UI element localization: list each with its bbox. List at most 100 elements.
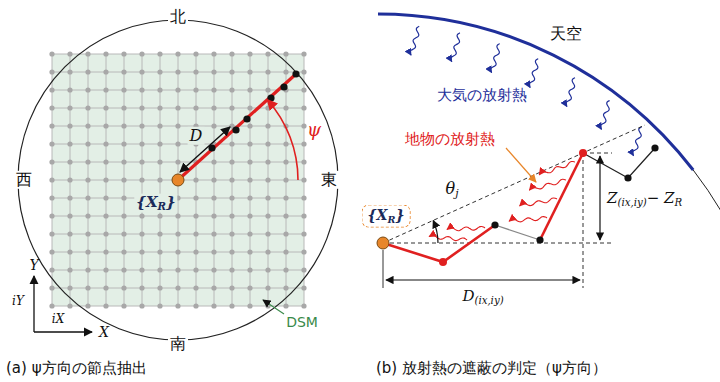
radiation-wave bbox=[410, 26, 419, 55]
extension-line bbox=[583, 153, 584, 288]
label-text: } bbox=[166, 193, 176, 211]
radiation-wave bbox=[451, 33, 460, 62]
grid-node bbox=[157, 303, 162, 308]
grid-node bbox=[121, 69, 126, 74]
grid-node bbox=[121, 177, 126, 182]
grid-node bbox=[211, 105, 216, 110]
grid-node bbox=[175, 285, 180, 290]
grid-node bbox=[157, 267, 162, 272]
grid-node bbox=[139, 177, 144, 182]
grid-node bbox=[103, 195, 108, 200]
label-text: 天空 bbox=[550, 24, 582, 43]
grid-node bbox=[103, 213, 108, 218]
label-text: ψ bbox=[307, 119, 321, 140]
subscript-text: R bbox=[674, 197, 682, 208]
axis-label: iY bbox=[12, 295, 24, 309]
grid-node bbox=[193, 303, 198, 308]
extension-line bbox=[583, 153, 612, 154]
grid-node bbox=[175, 159, 180, 164]
label-text: 南 bbox=[170, 334, 186, 353]
grid-node bbox=[103, 105, 108, 110]
y-axis bbox=[33, 276, 34, 332]
grid-node bbox=[49, 123, 54, 128]
grid-node bbox=[121, 285, 126, 290]
grid-node bbox=[103, 141, 108, 146]
grid-node bbox=[265, 141, 270, 146]
grid-node bbox=[85, 249, 90, 254]
label-text: (b) 放射熱の遮蔽の判定（ψ方向） bbox=[376, 359, 607, 377]
grid-node bbox=[229, 303, 234, 308]
label-text: D bbox=[462, 287, 474, 305]
label-text: X bbox=[99, 324, 109, 340]
grid-node bbox=[85, 123, 90, 128]
subscript-text: R bbox=[158, 200, 166, 212]
subscript-text: (ix,iy) bbox=[617, 197, 646, 208]
grid-node bbox=[247, 303, 252, 308]
grid-node bbox=[103, 267, 108, 272]
grid-node bbox=[139, 303, 144, 308]
grid-node bbox=[265, 231, 270, 236]
grid-node bbox=[139, 123, 144, 128]
terrain-node bbox=[579, 149, 587, 157]
extracted-nodes bbox=[208, 70, 299, 151]
grid-node bbox=[229, 177, 234, 182]
grid-node bbox=[67, 123, 72, 128]
label-text: iX bbox=[52, 312, 64, 326]
grid-node bbox=[247, 267, 252, 272]
grid-node bbox=[103, 285, 108, 290]
grid-node bbox=[193, 87, 198, 92]
terrain-hidden bbox=[495, 225, 540, 240]
grid-node bbox=[139, 159, 144, 164]
grid-node bbox=[211, 195, 216, 200]
grid-node bbox=[283, 267, 288, 272]
grid-node bbox=[103, 69, 108, 74]
grid-node bbox=[229, 141, 234, 146]
horizon-circle bbox=[18, 20, 338, 340]
radiation-wave bbox=[566, 78, 575, 107]
grid-node bbox=[247, 159, 252, 164]
radiation-wave bbox=[632, 127, 641, 156]
grid-node bbox=[301, 69, 306, 74]
grid-node bbox=[301, 123, 306, 128]
grid-node bbox=[175, 87, 180, 92]
radiation-wave bbox=[429, 235, 467, 240]
label-text: DSM bbox=[286, 314, 318, 330]
grid-node bbox=[193, 285, 198, 290]
terrain-visible bbox=[540, 153, 583, 240]
grid-node bbox=[103, 177, 108, 182]
compass-label: 南 bbox=[168, 335, 188, 353]
grid-node bbox=[67, 87, 72, 92]
grid-node bbox=[301, 51, 306, 56]
grid-node bbox=[265, 213, 270, 218]
radiation-wave bbox=[600, 100, 609, 129]
grid-node bbox=[49, 141, 54, 146]
grid-node bbox=[265, 159, 270, 164]
grid-node bbox=[139, 213, 144, 218]
grid-node bbox=[175, 123, 180, 128]
grid-node bbox=[67, 159, 72, 164]
grid-node bbox=[247, 231, 252, 236]
label-text: − Z bbox=[647, 189, 675, 207]
angle-arc bbox=[267, 100, 298, 180]
grid-node bbox=[121, 195, 126, 200]
grid-node bbox=[247, 51, 252, 56]
grid-node bbox=[85, 177, 90, 182]
grid-node bbox=[67, 69, 72, 74]
grid-node bbox=[265, 105, 270, 110]
grid-node bbox=[193, 249, 198, 254]
label-text: 東 bbox=[321, 170, 337, 189]
grid-node bbox=[211, 285, 216, 290]
panel-caption: (a) ψ方向の節点抽出 bbox=[6, 360, 147, 377]
grid-node bbox=[175, 105, 180, 110]
grid-node bbox=[283, 105, 288, 110]
radiation-wave bbox=[520, 198, 557, 206]
grid-node bbox=[247, 141, 252, 146]
grid-node bbox=[301, 195, 306, 200]
grid-node bbox=[139, 87, 144, 92]
grid-node bbox=[283, 159, 288, 164]
leader-line bbox=[263, 300, 284, 314]
grid-node bbox=[283, 303, 288, 308]
grid-node bbox=[49, 87, 54, 92]
terrain-node bbox=[439, 258, 447, 266]
